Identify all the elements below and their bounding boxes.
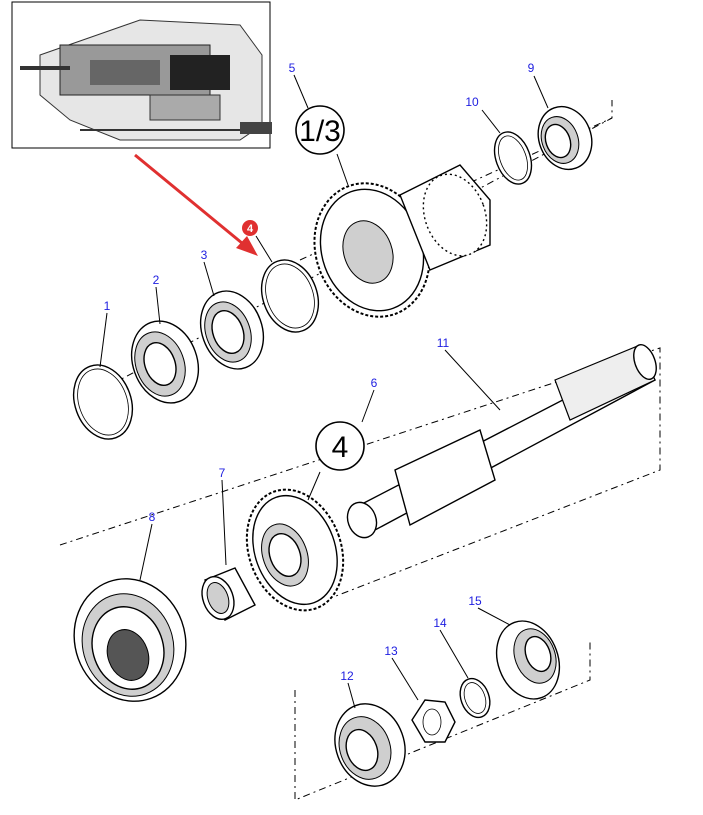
part-4-snap-ring[interactable] (252, 252, 328, 340)
transmission-overview-thumbnail (11, 1, 272, 149)
part-12-bearing[interactable] (324, 694, 417, 796)
part-8-synchronizer[interactable] (57, 563, 203, 717)
callout-7[interactable]: 7 (219, 466, 226, 480)
callout-12[interactable]: 12 (340, 669, 354, 683)
part-1-snap-ring[interactable] (64, 357, 143, 448)
part-6-gear[interactable] (231, 476, 360, 624)
part-15-seal[interactable] (486, 612, 570, 708)
part-7-bushing[interactable] (196, 567, 256, 624)
assembly-outline-lower (294, 640, 591, 801)
group-badge-4: 4 (315, 421, 365, 471)
assembly-outline-middle (59, 347, 661, 611)
part-14-washer[interactable] (455, 674, 495, 721)
callout-10[interactable]: 10 (465, 95, 479, 109)
callout-2[interactable]: 2 (153, 273, 160, 287)
part-5-gear[interactable] (296, 164, 497, 333)
callout-15[interactable]: 15 (468, 594, 482, 608)
highlighted-callout-4[interactable]: 4 (242, 220, 258, 236)
callout-1[interactable]: 1 (104, 299, 111, 313)
callout-11[interactable]: 11 (437, 336, 450, 350)
callout-4-label: 4 (247, 223, 254, 235)
callout-13[interactable]: 13 (384, 644, 398, 658)
callout-6[interactable]: 6 (371, 376, 378, 390)
part-10-snap-ring[interactable] (488, 127, 538, 189)
callout-3[interactable]: 3 (201, 248, 208, 262)
highlight-arrow (134, 153, 258, 256)
part-9-bearing[interactable] (530, 99, 601, 177)
callout-5[interactable]: 5 (289, 61, 296, 75)
group-badge-4-text: 4 (332, 431, 349, 464)
group-badge-1-3: 1/3 (295, 105, 345, 155)
callout-8[interactable]: 8 (149, 510, 156, 524)
part-11-shaft[interactable] (343, 342, 661, 542)
callout-9[interactable]: 9 (528, 61, 535, 75)
group-badge-1-3-text: 1/3 (299, 115, 341, 148)
leader-lines (99, 74, 549, 709)
part-2-ball-bearing[interactable] (121, 312, 210, 413)
part-3-bearing[interactable] (190, 282, 274, 378)
part-13-nut[interactable] (411, 699, 456, 743)
callout-14[interactable]: 14 (433, 616, 447, 630)
